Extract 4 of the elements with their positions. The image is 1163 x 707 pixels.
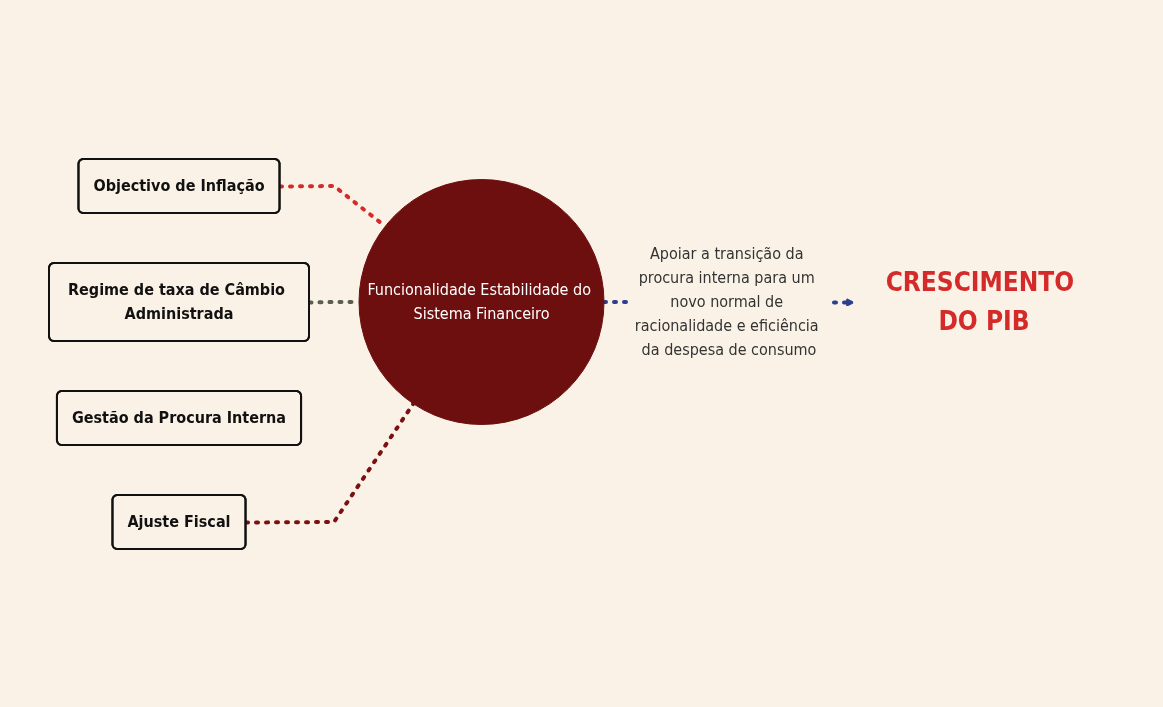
node-circle: Funcionalidade Estabilidade do Sistema Financeiro (358, 178, 605, 425)
edge-label: Apoiar a transição da procura interna para um novo normal de racionalidade e eficiência da despesa de consumo (634, 243, 819, 359)
node-text: Regime de taxa de Câmbio Administrada (67, 279, 285, 323)
node-text: CRESCIMENTO DO PIB (885, 266, 1075, 336)
